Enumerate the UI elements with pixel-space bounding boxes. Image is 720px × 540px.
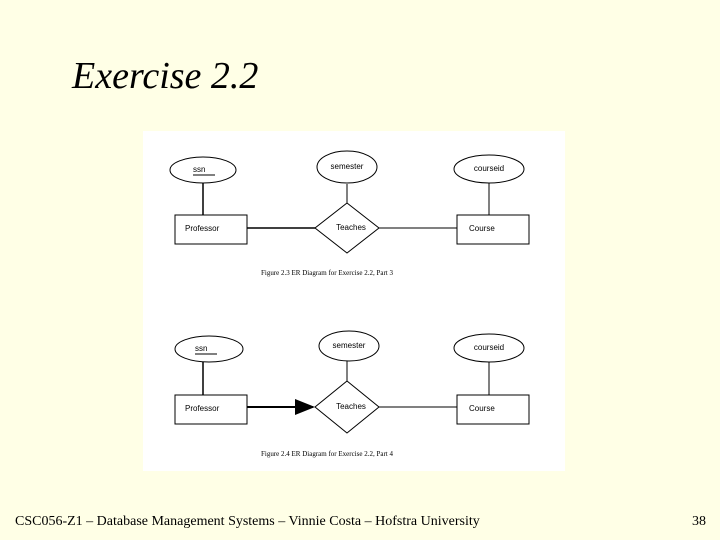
semester-label: semester [333, 341, 366, 350]
er-diagram-part-4: ssn semester courseid Professor Course T… [174, 330, 530, 458]
slide-footer: CSC056-Z1 – Database Management Systems … [15, 514, 480, 529]
page-number: 38 [692, 514, 706, 529]
professor-label: Professor [185, 224, 220, 233]
er-diagrams: ssn semester courseid Professor Course T… [169, 150, 530, 458]
slide-title: Exercise 2.2 [72, 55, 259, 97]
figure-caption: Figure 2.3 ER Diagram for Exercise 2.2, … [261, 269, 393, 277]
teaches-relationship [314, 380, 380, 434]
courseid-attribute [453, 154, 525, 184]
professor-entity [174, 214, 248, 245]
ssn-label: ssn [193, 165, 205, 174]
er-figure-panel: ssn semester courseid Professor Course T… [143, 131, 565, 471]
semester-label: semester [331, 162, 364, 171]
semester-attribute [318, 330, 380, 362]
teaches-label: Teaches [336, 402, 366, 411]
courseid-attribute [453, 333, 525, 363]
courseid-label: courseid [474, 343, 504, 352]
ssn-attribute [174, 335, 244, 363]
professor-label: Professor [185, 404, 220, 413]
course-entity [456, 394, 530, 425]
course-label: Course [469, 224, 495, 233]
er-diagram-part-3: ssn semester courseid Professor Course T… [169, 150, 530, 277]
figure-caption: Figure 2.4 ER Diagram for Exercise 2.2, … [261, 450, 393, 458]
teaches-label: Teaches [336, 223, 366, 232]
ssn-label: ssn [195, 344, 207, 353]
courseid-label: courseid [474, 164, 504, 173]
course-label: Course [469, 404, 495, 413]
teaches-relationship [314, 202, 380, 254]
semester-attribute [316, 150, 378, 184]
professor-entity [174, 394, 248, 425]
course-entity [456, 214, 530, 245]
ssn-attribute [169, 156, 237, 184]
